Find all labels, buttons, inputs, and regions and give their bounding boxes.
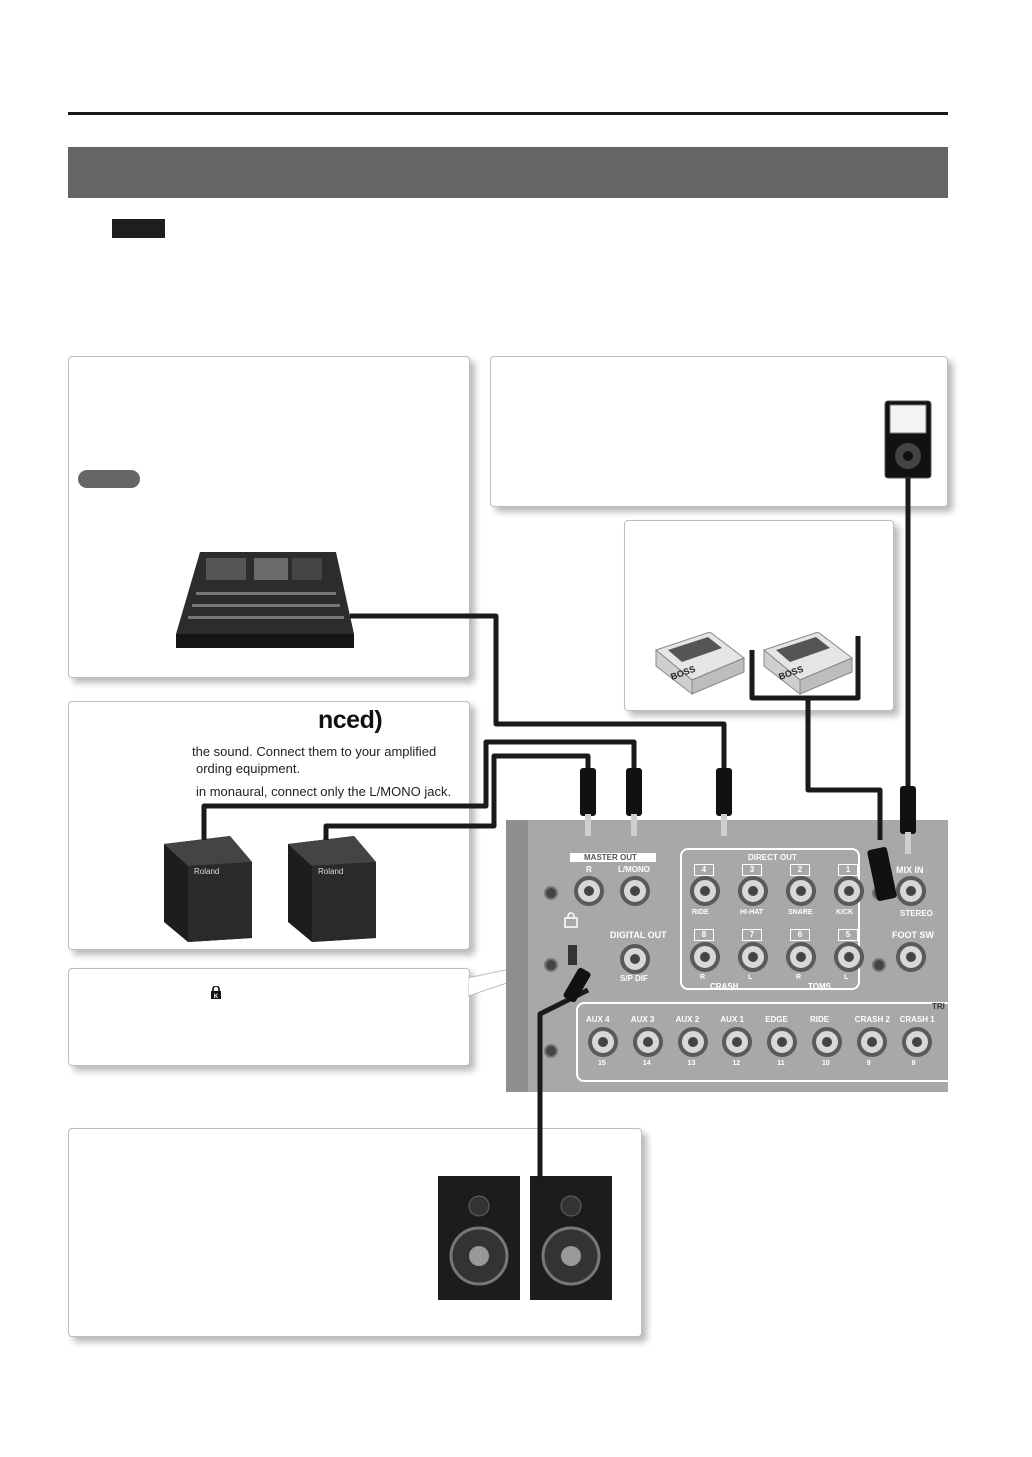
direct-out-jack[interactable] [786, 876, 816, 906]
note-pill [78, 470, 140, 488]
direct-out-label: HI-HAT [740, 909, 764, 916]
trigger-input-number: 8 [911, 1060, 916, 1067]
section-banner [68, 147, 948, 198]
trigger-input-jack[interactable] [677, 1027, 708, 1057]
stereo-label: STEREO [900, 909, 933, 918]
amp-logo-right: Roland [318, 867, 343, 876]
panel-screw [544, 886, 558, 900]
direct-out-sublabel: R [700, 974, 706, 981]
direct-out-number: 7 [742, 929, 762, 941]
mix-in-label: MIX IN [896, 865, 924, 875]
amp-logo-left: Roland [194, 867, 219, 876]
trigger-input-jack[interactable] [812, 1027, 842, 1057]
panel-screw [872, 958, 886, 972]
direct-out-jack[interactable] [834, 942, 864, 972]
outputs-text-line2: ording equipment. [196, 761, 301, 776]
trigger-input-jack[interactable] [588, 1027, 618, 1057]
panel-screw [544, 958, 558, 972]
digital-out-label: DIGITAL OUT [610, 930, 667, 940]
direct-out-number: 2 [790, 864, 810, 876]
mix-in-jack[interactable] [896, 876, 926, 906]
panel-lock-icon [564, 912, 578, 928]
digital-out-jack[interactable] [620, 944, 650, 974]
foot-sw-label: FOOT SW [892, 930, 934, 940]
toms-label: TOMS [808, 982, 831, 991]
master-out-lmono-label: L/MONO [618, 865, 650, 874]
trigger-input-label: CRASH 1 [899, 1015, 935, 1024]
trigger-input-label: AUX 1 [720, 1015, 744, 1024]
svg-text:K: K [214, 994, 219, 1000]
outputs-text-line1: the sound. Connect them to your amplifie… [192, 744, 437, 759]
audio-player-image [884, 400, 932, 479]
monitor-speakers-image [438, 1176, 612, 1300]
master-out-r-jack[interactable] [574, 876, 604, 906]
digital-mixer-image [176, 552, 354, 648]
master-out-lmono-jack[interactable] [620, 876, 650, 906]
trigger-input-label: RIDE [810, 1015, 830, 1024]
master-out-header-bg [570, 853, 656, 862]
crash-label: CRASH [710, 982, 739, 991]
direct-out-number: 3 [742, 864, 762, 876]
section-heading: nced) [318, 706, 383, 734]
trigger-input-jack[interactable] [767, 1027, 798, 1057]
trigger-input-number: 9 [866, 1060, 871, 1067]
trigger-input-number: 11 [777, 1060, 785, 1067]
kensington-lock-icon: K [211, 986, 221, 1000]
trigger-input-jack[interactable] [632, 1027, 663, 1057]
spdif-label: S/P DIF [620, 974, 648, 983]
trigger-label: TRI [932, 1002, 945, 1011]
direct-out-jack[interactable] [690, 942, 720, 972]
trigger-input-label: AUX 2 [675, 1015, 700, 1024]
trigger-input-number: 10 [822, 1060, 830, 1067]
trigger-input-number: 13 [687, 1060, 696, 1067]
direct-out-jack[interactable] [738, 876, 768, 906]
trigger-input-number: 12 [732, 1060, 741, 1067]
panel-screw [872, 886, 886, 900]
direct-out-jack[interactable] [834, 876, 864, 906]
direct-out-sublabel: L [748, 974, 753, 981]
direct-out-jack[interactable] [786, 942, 816, 972]
trigger-input-label: CRASH 2 [854, 1015, 890, 1024]
direct-out-jack[interactable] [738, 942, 768, 972]
direct-out-number: 4 [694, 864, 714, 876]
direct-out-jack[interactable] [690, 876, 720, 906]
direct-out-group [680, 848, 860, 990]
direct-out-number: 6 [790, 929, 810, 941]
amplifiers-image: Roland Roland [164, 836, 376, 942]
trigger-input-label: EDGE [765, 1015, 788, 1024]
master-out-label: MASTER OUT [584, 853, 637, 862]
direct-out-sublabel: R [796, 974, 802, 981]
footswitch-pedals-image: BOSS BOSS [654, 632, 853, 696]
direct-out-label: DIRECT OUT [748, 853, 797, 862]
direct-out-sublabel: L [844, 974, 849, 981]
direct-out-number: 8 [694, 929, 714, 941]
top-rule [68, 112, 948, 115]
audio-player-box [490, 356, 948, 507]
security-slot-box [68, 968, 470, 1066]
trigger-input-label: AUX 4 [586, 1015, 610, 1024]
security-slot [568, 945, 577, 965]
trigger-input-jack[interactable] [856, 1027, 887, 1057]
master-out-r-label: R [586, 865, 592, 874]
trigger-input-jack[interactable] [901, 1027, 932, 1057]
direct-out-number: 1 [838, 864, 858, 876]
memo-tag [112, 219, 165, 238]
direct-out-label: KICK [836, 909, 854, 916]
trigger-input-label: AUX 3 [630, 1015, 655, 1024]
trigger-input-number: 14 [642, 1060, 651, 1067]
direct-out-label: RIDE [692, 909, 709, 916]
foot-sw-jack[interactable] [896, 942, 926, 972]
trigger-input-jack[interactable] [722, 1027, 753, 1057]
outputs-text-line3: in monaural, connect only the L/MONO jac… [196, 784, 452, 799]
direct-out-label: SNARE [788, 909, 813, 916]
direct-out-number: 5 [838, 929, 858, 941]
panel-screw [544, 1044, 558, 1058]
trigger-input-number: 15 [598, 1060, 606, 1067]
rear-panel-edge [506, 820, 528, 1092]
